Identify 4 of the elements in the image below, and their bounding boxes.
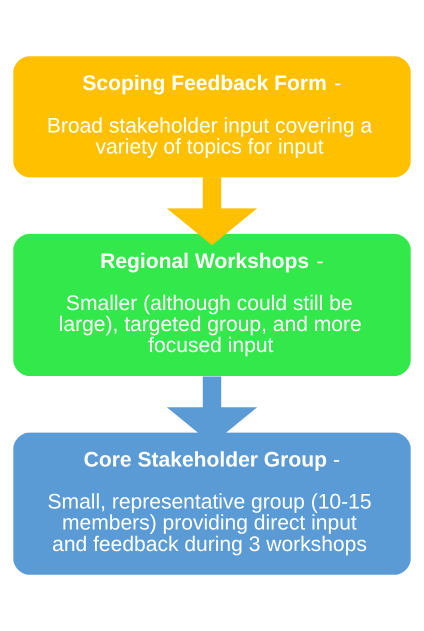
arrow bbox=[166, 177, 258, 246]
node-box: Core Stakeholder Group - Small, representative group (10-15 members) providing direct input and feedback during 3 workshops bbox=[13, 432, 411, 575]
node-box: Scoping Feedback Form - Broad stakeholder input covering a variety of topics for input bbox=[13, 56, 411, 178]
node-box: Regional Workshops - Smaller (although could still be large), targeted group, and more focused input bbox=[13, 234, 411, 376]
